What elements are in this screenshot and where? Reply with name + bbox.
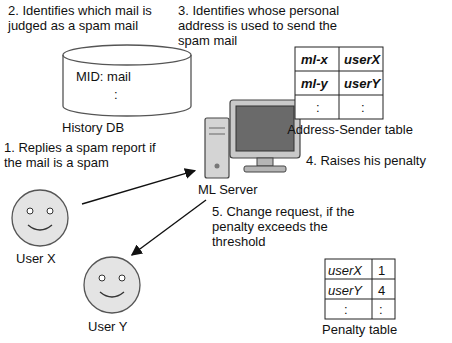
face-outline <box>84 257 140 313</box>
node-shape <box>8 188 72 250</box>
table1-outline <box>295 47 383 119</box>
node-text: User Y <box>88 319 128 334</box>
ml-server: ML Server <box>195 95 305 200</box>
node-shape <box>80 255 144 317</box>
step-caption: 5. Change request, if the penalty exceed… <box>212 204 362 249</box>
table-cell: : <box>316 100 320 115</box>
computer-icon <box>205 100 300 178</box>
table-cell: ml-y <box>301 76 328 91</box>
node-text: ML Server <box>198 182 257 197</box>
table-cell: userY <box>328 283 362 298</box>
arrow-connector <box>82 171 195 204</box>
table-cell: 1 <box>378 263 385 278</box>
cyl-outline <box>63 45 191 116</box>
table-cell: userX <box>344 52 380 67</box>
step-caption: 2. Identifies which mail is judged as a … <box>8 3 186 33</box>
table2-outline <box>325 259 395 319</box>
table-cell: 4 <box>378 283 385 298</box>
node-text: Penalty table <box>322 322 397 337</box>
node-text: : <box>114 87 118 102</box>
node-text: Address-Sender table <box>268 122 432 137</box>
table-cell: ml-x <box>301 52 328 67</box>
node-text: History DB <box>62 120 124 135</box>
step-caption: 1. Replies a spam report if the mail is … <box>4 140 164 170</box>
arrow-connector <box>132 200 206 255</box>
table-cell: : <box>344 302 348 317</box>
face-outline <box>12 190 68 246</box>
node-text: User X <box>16 251 56 266</box>
node-text: MID: mail <box>76 69 131 84</box>
table-cell: : <box>361 100 365 115</box>
step-caption: 3. Identifies whose personal address is … <box>178 3 363 48</box>
table-cell: : <box>379 302 383 317</box>
step-caption: 4. Raises his penalty <box>306 153 426 168</box>
table-cell: userY <box>344 76 380 91</box>
table-cell: userX <box>328 263 362 278</box>
user-face: User Y <box>80 255 154 337</box>
database-cylinder: MID: mail: History DB <box>62 44 192 138</box>
user-face: User X <box>8 188 82 268</box>
